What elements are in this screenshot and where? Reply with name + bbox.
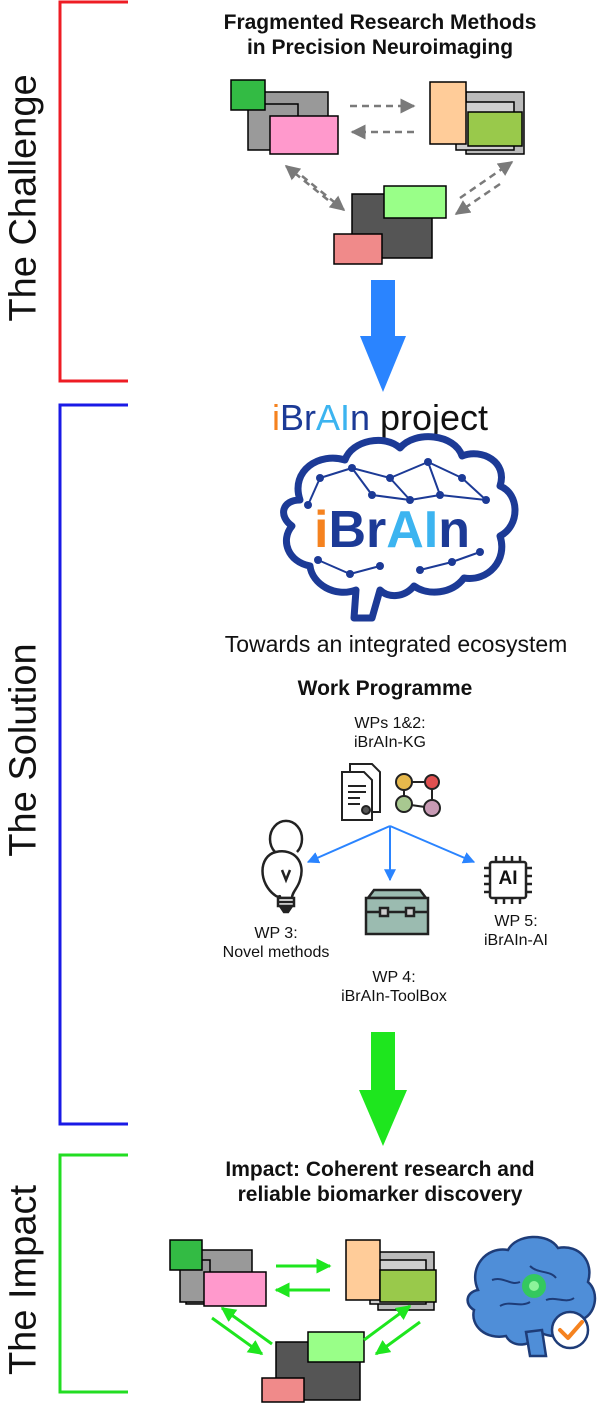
impact-block-bottom bbox=[261, 1331, 365, 1403]
challenge-title-line2: in Precision Neuroimaging bbox=[246, 36, 514, 59]
wp12-label-line1: WPs 1&2: bbox=[354, 715, 426, 732]
wp5-label: WP 5: iBrAIn-AI bbox=[458, 912, 574, 950]
logo-letters-ai: AI bbox=[386, 501, 439, 559]
challenge-bracket bbox=[58, 0, 128, 383]
ai-chip-icon bbox=[484, 856, 532, 904]
impact-block-left bbox=[169, 1239, 267, 1307]
impact-title-line2: reliable biomarker discovery bbox=[237, 1183, 523, 1206]
ai-chip-text: AI bbox=[498, 868, 518, 889]
brain-network-nodes bbox=[304, 458, 490, 578]
transition-arrow-blue bbox=[360, 280, 406, 392]
wp4-label-line1: WP 4: bbox=[372, 969, 416, 986]
logo-letter-i: i bbox=[313, 501, 329, 559]
method-block-bottom bbox=[333, 185, 447, 265]
transition-arrow-green bbox=[359, 1032, 407, 1146]
wp3-label-line1: WP 3: bbox=[254, 925, 298, 942]
toolbox-icon bbox=[364, 888, 430, 936]
coherent-arrows bbox=[211, 1258, 421, 1356]
documents-icon bbox=[341, 763, 381, 821]
project-title-n: n bbox=[349, 397, 370, 438]
brain-logo-wordmark: iBrAIn bbox=[282, 502, 502, 558]
impact-title-line1: Impact: Coherent research and bbox=[225, 1158, 535, 1181]
project-title-suffix: project bbox=[369, 397, 489, 438]
logo-letter-n: n bbox=[438, 501, 470, 559]
brain-check-icon bbox=[466, 1235, 597, 1358]
tagline: Towards an integrated ecosystem bbox=[224, 631, 568, 657]
impact-title: Impact: Coherent research and reliable b… bbox=[160, 1157, 600, 1207]
impact-bracket bbox=[58, 1153, 128, 1394]
brain-logo-outline bbox=[280, 433, 519, 622]
wp12-label: WPs 1&2: iBrAIn-KG bbox=[320, 714, 460, 752]
challenge-title: Fragmented Research Methods in Precision… bbox=[160, 10, 600, 60]
project-title-i: i bbox=[271, 397, 280, 438]
work-programme-title: Work Programme bbox=[297, 677, 473, 700]
impact-block-right bbox=[345, 1239, 437, 1311]
solution-bracket bbox=[58, 403, 128, 1126]
wp4-label: WP 4: iBrAIn-ToolBox bbox=[324, 968, 464, 1006]
method-block-right bbox=[429, 81, 525, 155]
challenge-title-line1: Fragmented Research Methods bbox=[223, 11, 537, 34]
wp3-label-line2: Novel methods bbox=[222, 944, 330, 961]
knowledge-graph-icon bbox=[395, 773, 441, 817]
method-block-left bbox=[230, 79, 339, 155]
logo-letters-br: Br bbox=[328, 501, 387, 559]
wp4-label-line2: iBrAIn-ToolBox bbox=[341, 988, 447, 1005]
project-title: iBrAIn project bbox=[180, 398, 580, 438]
brain-network-lines bbox=[307, 461, 487, 575]
wp3-label: WP 3: Novel methods bbox=[196, 924, 356, 962]
fragmented-arrows bbox=[284, 98, 514, 216]
project-title-ai: AI bbox=[315, 397, 350, 438]
lightbulb-icon bbox=[261, 819, 304, 914]
wp12-label-line2: iBrAIn-KG bbox=[353, 734, 426, 751]
project-title-br: Br bbox=[279, 397, 316, 438]
wp5-label-line2: iBrAIn-AI bbox=[483, 932, 548, 949]
wp5-label-line1: WP 5: bbox=[494, 913, 538, 930]
wp-arrows bbox=[306, 825, 476, 882]
